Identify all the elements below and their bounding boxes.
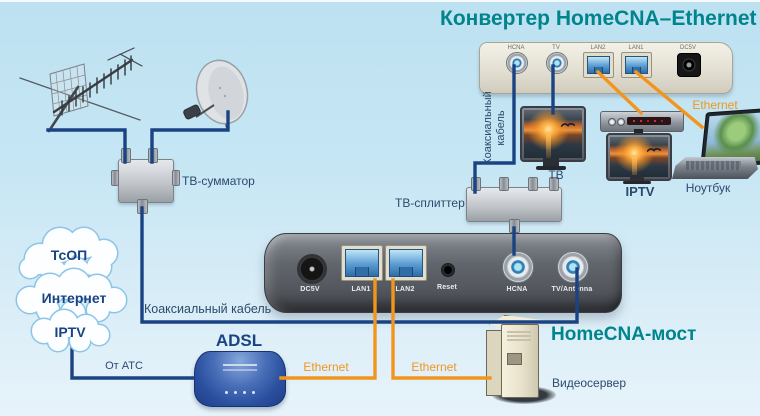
- bridge-port-label-lan2: LAN2: [395, 286, 415, 293]
- stb-monitor-connector: [634, 129, 643, 136]
- antenna-icon: [19, 47, 143, 133]
- splitter-connector: [499, 177, 509, 191]
- videoserver-label: Видеосервер: [552, 376, 626, 390]
- antenna-to-summator-cable: [46, 128, 127, 164]
- converter-hcna-port: [506, 52, 528, 74]
- ethernet-label-laptop: Ethernet: [692, 98, 738, 112]
- coax-vertical-line1: Коаксиальный: [482, 91, 494, 165]
- converter-lan1-to-laptop-ethernet: [633, 69, 705, 130]
- converter-title: Конвертер HomeCNA–Ethernet: [440, 7, 757, 30]
- bridge-port-label-dc5v: DC5V: [300, 286, 320, 293]
- splitter-connector: [549, 177, 559, 191]
- adsl-modem-device: [194, 351, 286, 407]
- stb-knob: [617, 118, 625, 126]
- stb-knob: [608, 118, 616, 126]
- tv-label: ТВ: [548, 168, 564, 182]
- top-edge-highlight: [0, 0, 760, 2]
- converter-port-label-tv: TV: [552, 45, 560, 51]
- converter-lan2-to-stb-ethernet: [595, 69, 644, 116]
- cloud-label-internet: Интернет: [41, 290, 107, 306]
- bridge-port-label-reset: Reset: [436, 284, 458, 291]
- bridge-lan2-to-videoserver-ethernet: [391, 278, 492, 380]
- rj45-insert: [345, 249, 379, 277]
- converter-dc5v-port: [677, 53, 701, 77]
- from-ats-label: От АТС: [105, 360, 143, 372]
- iptv-label: IPTV: [625, 184, 655, 199]
- satellite-dish-icon: [183, 59, 249, 132]
- rj45-insert: [389, 249, 423, 277]
- coax-vertical-line2: кабель: [495, 110, 507, 146]
- tv-stand: [543, 158, 559, 167]
- bridge-port-label-tv-antenna: TV/Antenna: [551, 286, 593, 293]
- bridge-title: HomeCNA-мост: [551, 324, 697, 345]
- converter-lan2-port: [583, 52, 614, 78]
- stb-led-display: [627, 117, 671, 125]
- tv-summator-device: [118, 159, 174, 203]
- cloud-iptv-icon: [30, 308, 111, 353]
- bridge-reset-button: [441, 263, 455, 277]
- bridge-port-label-hcna: HCNA: [506, 286, 528, 293]
- converter-port-label-dc5v: DC5V: [679, 45, 696, 51]
- summator-to-bridge-coax-cable: [140, 206, 579, 324]
- iptv-stand: [630, 175, 644, 182]
- splitter-connector: [528, 177, 538, 191]
- dish-to-summator-cable: [150, 110, 230, 164]
- converter-port-label-hcna: HCNA: [507, 45, 525, 51]
- laptop-base: [672, 157, 758, 179]
- tv-stand-base: [536, 166, 566, 170]
- cloud-to-adsl-line: [70, 338, 195, 380]
- ethernet-label-server: Ethernet: [411, 360, 457, 374]
- coax-cable-label: Коаксиальный кабель: [144, 302, 272, 316]
- converter-port-label-lan1: LAN1: [628, 45, 644, 51]
- coax-cable-vertical-label: Коаксиальный кабель: [482, 73, 508, 183]
- laptop-label: Ноутбук: [685, 181, 731, 195]
- bridge-port-label-lan1: LAN1: [351, 286, 371, 293]
- summator-label: ТВ-сумматор: [182, 174, 255, 188]
- iptv-monitor: [606, 133, 672, 181]
- bridge-lan1-port: [341, 245, 383, 281]
- iptv-stand-base: [623, 181, 651, 184]
- cloud-label-iptv: IPTV: [54, 324, 86, 340]
- summator-mount-ear: [172, 170, 180, 186]
- tv-splitter-device: [466, 187, 562, 222]
- summator-mount-ear: [111, 170, 119, 186]
- splitter-label: ТВ-сплиттер: [395, 196, 465, 210]
- converter-port-label-lan2: LAN2: [590, 45, 606, 51]
- cloud-label-tsop: ТсОП: [50, 247, 88, 263]
- bridge-hcna-port: [502, 251, 534, 283]
- tv-screen: [524, 110, 582, 158]
- videoserver-main-tower: [501, 324, 539, 398]
- adsl-to-bridge-lan1-ethernet: [279, 278, 377, 380]
- ethernet-label-adsl: Ethernet: [303, 360, 349, 374]
- adsl-label: ADSL: [215, 331, 263, 350]
- bird-icon: [561, 123, 576, 128]
- bridge-tv-antenna-port: [557, 251, 589, 283]
- converter-hcna-to-splitter-cable: [473, 64, 516, 194]
- bird-icon: [647, 148, 662, 153]
- bridge-lan2-port: [385, 245, 427, 281]
- iptv-screen: [610, 137, 668, 177]
- bridge-dc5v-port: [297, 254, 327, 284]
